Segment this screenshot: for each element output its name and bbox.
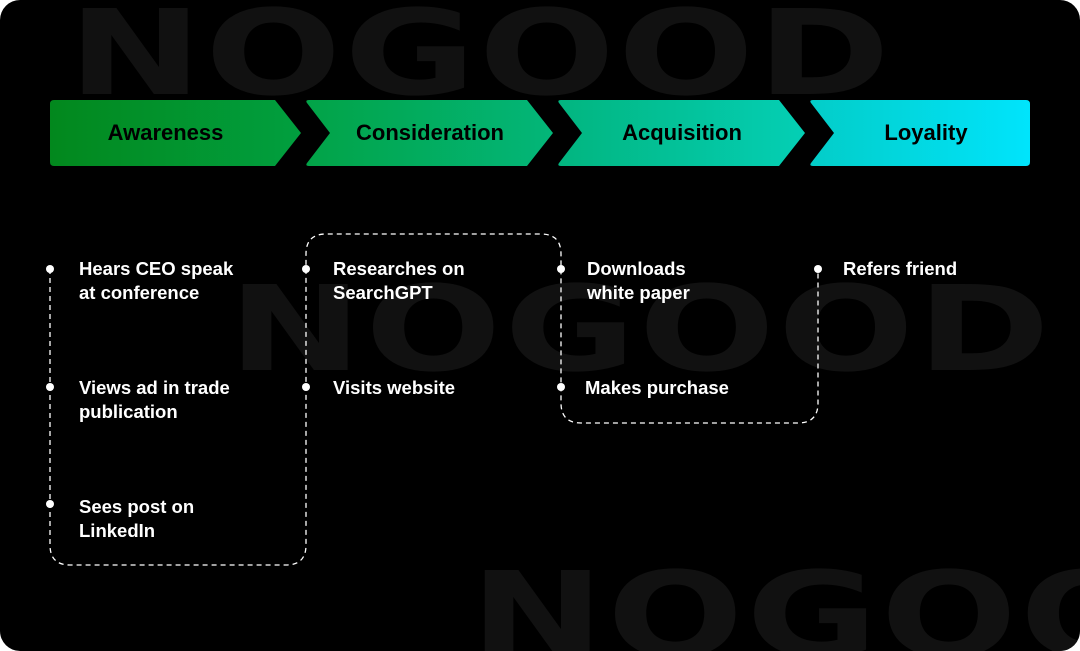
stage-label: Acquisition <box>622 120 742 145</box>
step-line: Views ad in trade <box>79 377 230 398</box>
step-line: SearchGPT <box>333 282 433 303</box>
step-makes-purchase: Makes purchase <box>585 376 729 400</box>
step-line: Hears CEO speak <box>79 258 234 279</box>
chevron-loyalty <box>810 100 1030 166</box>
nogood-watermark-middle: NOGOOD <box>228 260 1053 398</box>
step-line: Downloads <box>587 258 686 279</box>
stage-label: Loyality <box>884 120 968 145</box>
nogood-watermark-bottom: NOGOOD <box>470 546 1080 651</box>
step-views-ad: Views ad in trade publication <box>79 376 230 424</box>
step-line: Makes purchase <box>585 377 729 398</box>
chevron-awareness <box>50 100 301 166</box>
step-line: LinkedIn <box>79 520 156 541</box>
step-line: white paper <box>587 282 690 303</box>
stage-acquisition: Acquisition <box>582 100 782 166</box>
chevron-acquisition <box>558 100 805 166</box>
step-refers-friend: Refers friend <box>843 257 957 281</box>
step-line: Refers friend <box>843 258 958 279</box>
step-visits-website: Visits website <box>333 376 455 400</box>
stage-label: Awareness <box>107 120 224 145</box>
stage-loyalty: Loyality <box>834 100 1018 166</box>
journey-dots <box>46 265 822 508</box>
journey-path <box>49 233 819 566</box>
step-downloads: Downloads white paper <box>587 257 690 305</box>
stage-awareness: Awareness <box>50 100 301 166</box>
step-researches: Researches on SearchGPT <box>333 257 465 305</box>
step-line: Researches on <box>333 258 465 279</box>
chevron-consideration <box>306 100 553 166</box>
step-hears-ceo: Hears CEO speak at conference <box>79 257 233 305</box>
nogood-watermark-top: NOGOOD <box>68 0 893 122</box>
step-line: at conference <box>79 282 200 303</box>
step-sees-post: Sees post on LinkedIn <box>79 495 194 543</box>
step-line: Sees post on <box>79 496 195 517</box>
stage-label: Consideration <box>356 120 504 145</box>
step-line: publication <box>79 401 178 422</box>
stage-consideration: Consideration <box>330 100 530 166</box>
step-line: Visits website <box>333 377 456 398</box>
